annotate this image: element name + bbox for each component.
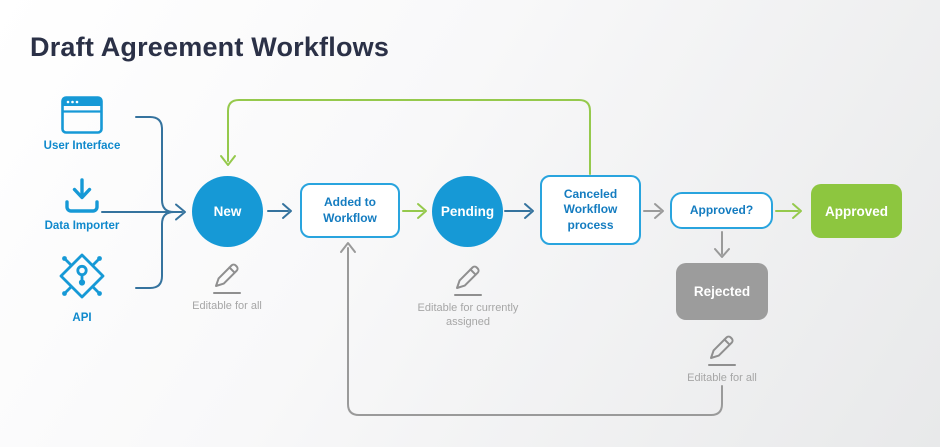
edge-new-to-added — [267, 203, 292, 219]
annotation-label: Editable for all — [687, 372, 757, 384]
node-approved-question-label: Approved? — [689, 202, 754, 217]
node-new-label: New — [213, 204, 242, 219]
annotation-label: Editable for all — [192, 300, 262, 312]
node-added-label: Added to Workflow — [323, 194, 377, 225]
node-approved: Approved — [811, 184, 902, 238]
edge-added-to-pending — [402, 203, 427, 219]
edge-pending-to-canceled — [504, 203, 534, 219]
download-icon — [65, 178, 99, 213]
node-approved-question: Approved? — [670, 192, 773, 229]
edge-canceled-to-new-loop — [220, 99, 591, 175]
source-api: API — [27, 248, 137, 324]
pencil-icon — [454, 265, 482, 296]
source-label-user-interface: User Interface — [43, 140, 121, 152]
edge-approvedq-to-approved — [775, 203, 802, 219]
edge-canceled-to-approvedq — [643, 203, 664, 219]
edge-approvedq-to-rejected — [714, 231, 730, 258]
annotation-editable-rejected: Editable for all — [657, 330, 787, 385]
edge-sources-to-new — [101, 116, 186, 289]
node-pending-label: Pending — [440, 204, 495, 219]
annotation-editable-pending: Editable for currently assigned — [403, 260, 533, 330]
node-added-to-workflow: Added to Workflow — [300, 183, 400, 238]
pencil-icon — [708, 335, 736, 366]
node-rejected-label: Rejected — [693, 284, 751, 299]
annotation-label: Editable for currently assigned — [417, 302, 519, 329]
node-rejected: Rejected — [676, 263, 768, 320]
node-approved-label: Approved — [824, 203, 888, 219]
page-title: Draft Agreement Workflows — [30, 32, 390, 62]
node-canceled-workflow-process: Canceled Workflow process — [540, 175, 641, 245]
source-data-importer: Data Importer — [27, 177, 137, 232]
node-pending: Pending — [432, 176, 503, 247]
node-new: New — [192, 176, 263, 247]
browser-window-icon — [61, 96, 103, 134]
node-canceled-label: Canceled Workflow process — [563, 186, 618, 232]
source-label-data-importer: Data Importer — [44, 220, 120, 232]
edge-rejected-to-added-loop — [340, 242, 723, 416]
pencil-icon — [213, 263, 241, 294]
source-user-interface: User Interface — [27, 96, 137, 152]
api-circuit-icon — [59, 253, 105, 299]
annotation-editable-new: Editable for all — [162, 258, 292, 313]
source-label-api: API — [72, 312, 92, 324]
